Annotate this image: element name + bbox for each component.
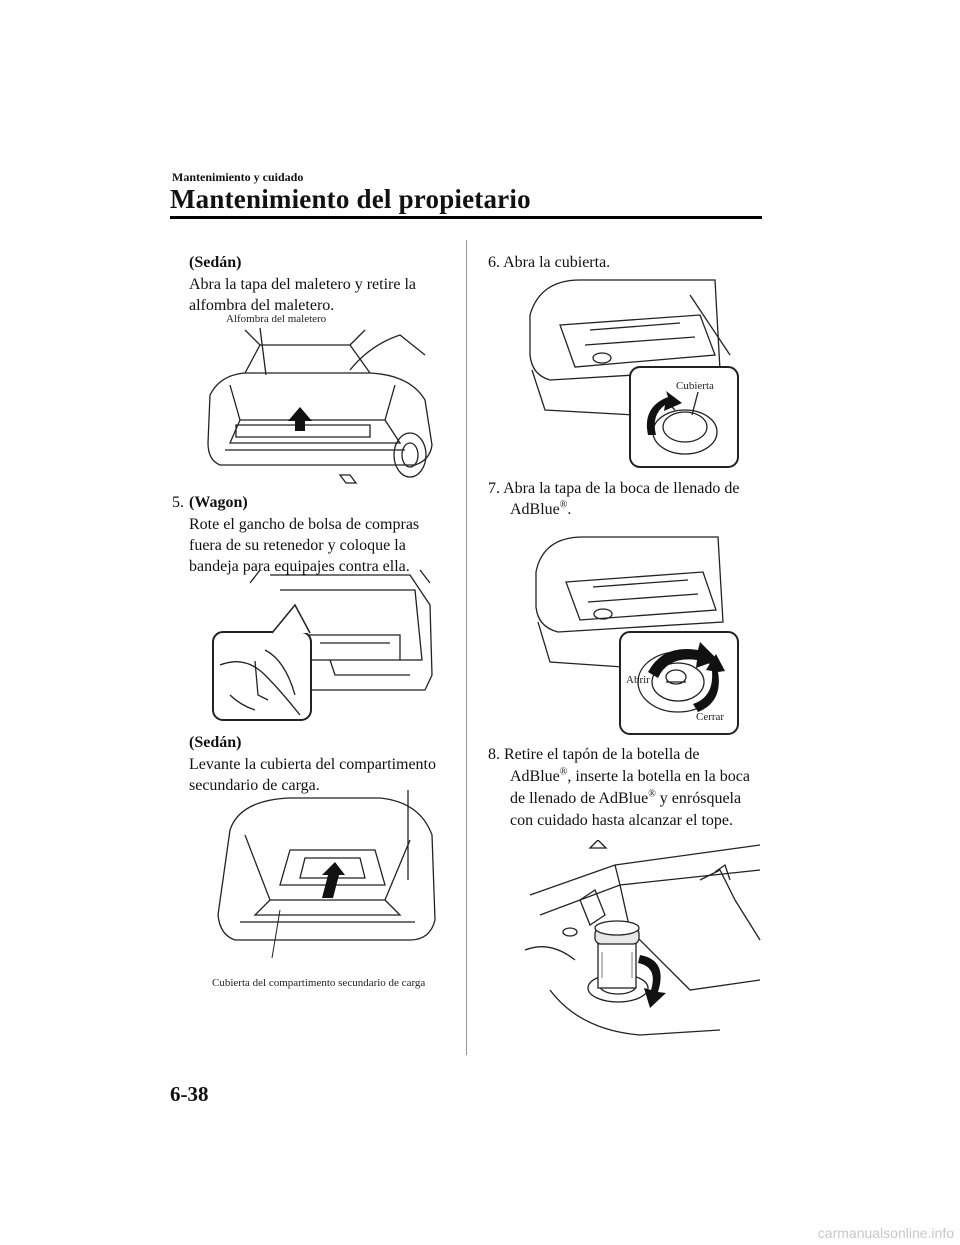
figure-open-cover bbox=[520, 275, 745, 470]
sedan-text-1b: alfombra del maletero. bbox=[189, 297, 335, 314]
page-number: 6-38 bbox=[170, 1082, 209, 1106]
step-8-text-c: de llenado de AdBlue® y enrósquela bbox=[510, 788, 742, 807]
figure-adblue-bottle bbox=[520, 840, 765, 1045]
wagon-text-c: bandeja para equipajes contra ella. bbox=[189, 558, 410, 575]
figure-sedan-trunk bbox=[200, 325, 440, 495]
page-title: Mantenimiento del propietario bbox=[170, 184, 531, 214]
column-divider bbox=[466, 240, 467, 1055]
figure-wagon-hook bbox=[210, 565, 435, 725]
figure-label-trunk-mat: Alfombra del maletero bbox=[226, 313, 327, 325]
step-6-text: 6. Abra la cubierta. bbox=[488, 254, 611, 271]
wagon-text-a: Rote el gancho de bolsa de compras bbox=[189, 516, 420, 533]
wagon-text-b: fuera de su retenedor y coloque la bbox=[189, 537, 406, 554]
figure-filler-cap bbox=[528, 532, 743, 737]
figure-label-close: Cerrar bbox=[696, 711, 725, 723]
sedan-text-1a: Abra la tapa del maletero y retire la bbox=[189, 276, 416, 293]
wagon-heading: (Wagon) bbox=[189, 494, 248, 511]
step-7-text-b: AdBlue®. bbox=[510, 499, 572, 518]
step-number-5: 5. bbox=[172, 494, 184, 511]
step-7-text-a: 7. Abra la tapa de la boca de llenado de bbox=[488, 480, 740, 497]
figure-label-cover: Cubierta bbox=[676, 380, 714, 392]
sedan-heading-2: (Sedán) bbox=[189, 734, 242, 751]
section-label: Mantenimiento y cuidado bbox=[172, 170, 304, 184]
step-8-text-d: con cuidado hasta alcanzar el tope. bbox=[510, 812, 733, 829]
figure-label-open: Abrir bbox=[626, 674, 650, 686]
step-8-text-a: 8. Retire el tapón de la botella de bbox=[488, 746, 700, 763]
figure-cargo-cover bbox=[210, 790, 440, 965]
sedan-text-2b: secundario de carga. bbox=[189, 777, 320, 794]
sedan-heading-1: (Sedán) bbox=[189, 254, 242, 271]
sedan-text-2a: Levante la cubierta del compartimento bbox=[189, 756, 436, 773]
step-8-text-b: AdBlue®, inserte la botella en la boca bbox=[510, 766, 750, 785]
figure-label-cargo-cover: Cubierta del compartimento secundario de… bbox=[212, 977, 426, 989]
title-rule bbox=[170, 216, 762, 219]
watermark: carmanualsonline.info bbox=[817, 1225, 954, 1241]
